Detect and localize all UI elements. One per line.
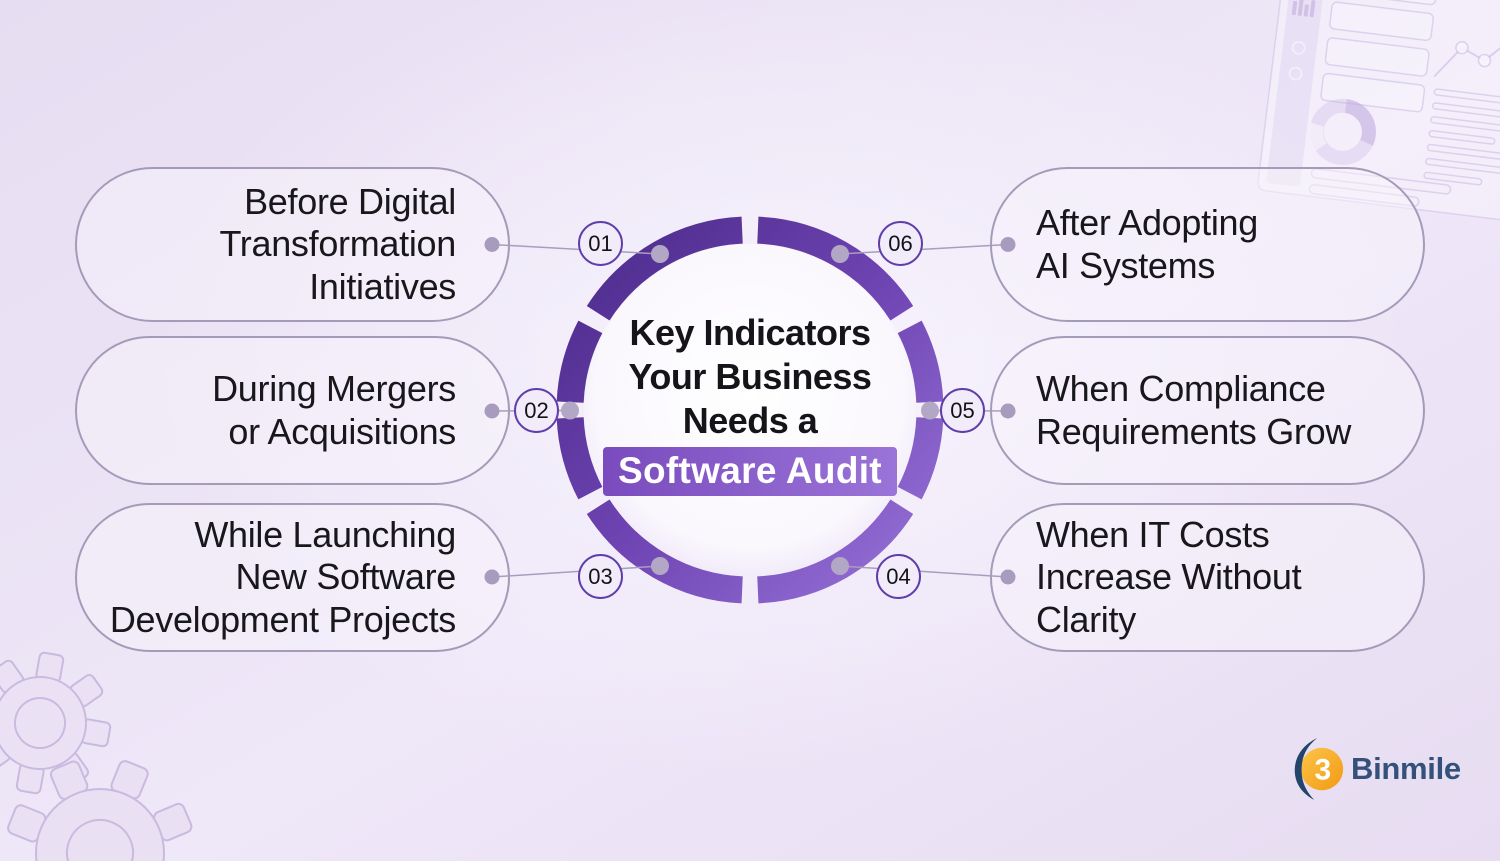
brand-logo: 3 Binmile: [1290, 737, 1461, 801]
indicator-label: When IT Costs Increase Without Clarity: [1036, 514, 1302, 640]
svg-text:3: 3: [1315, 754, 1332, 787]
number-badge-06: 06: [878, 221, 923, 266]
indicator-box-04: When IT Costs Increase Without Clarity: [990, 503, 1425, 652]
indicator-label: After Adopting AI Systems: [1036, 202, 1258, 286]
center-title: Key Indicators Your Business Needs a Sof…: [550, 311, 950, 496]
indicator-box-02: During Mergers or Acquisitions: [75, 336, 510, 485]
title-highlight: Software Audit: [603, 447, 897, 496]
indicator-box-05: When Compliance Requirements Grow: [990, 336, 1425, 485]
brand-name: Binmile: [1351, 751, 1461, 786]
gear-icon: [0, 651, 112, 795]
indicator-box-06: After Adopting AI Systems: [990, 167, 1425, 322]
dashboard-illustration: [1257, 0, 1500, 230]
indicator-label: While Launching New Software Development…: [109, 514, 456, 640]
indicator-label: Before Digital Transformation Initiative…: [219, 181, 456, 307]
title-line-2: Your Business: [628, 356, 872, 397]
number-badge-01: 01: [578, 221, 623, 266]
indicator-label: When Compliance Requirements Grow: [1036, 368, 1352, 452]
title-line-1: Key Indicators: [629, 312, 871, 353]
number-badge-04: 04: [876, 554, 921, 599]
title-line-3: Needs a: [682, 400, 818, 441]
binmile-logo-icon: 3: [1294, 738, 1344, 800]
indicator-box-01: Before Digital Transformation Initiative…: [75, 167, 510, 322]
indicator-label: During Mergers or Acquisitions: [212, 368, 456, 452]
number-badge-03: 03: [578, 554, 623, 599]
gear-icon: [7, 760, 193, 861]
indicator-box-03: While Launching New Software Development…: [75, 503, 510, 652]
